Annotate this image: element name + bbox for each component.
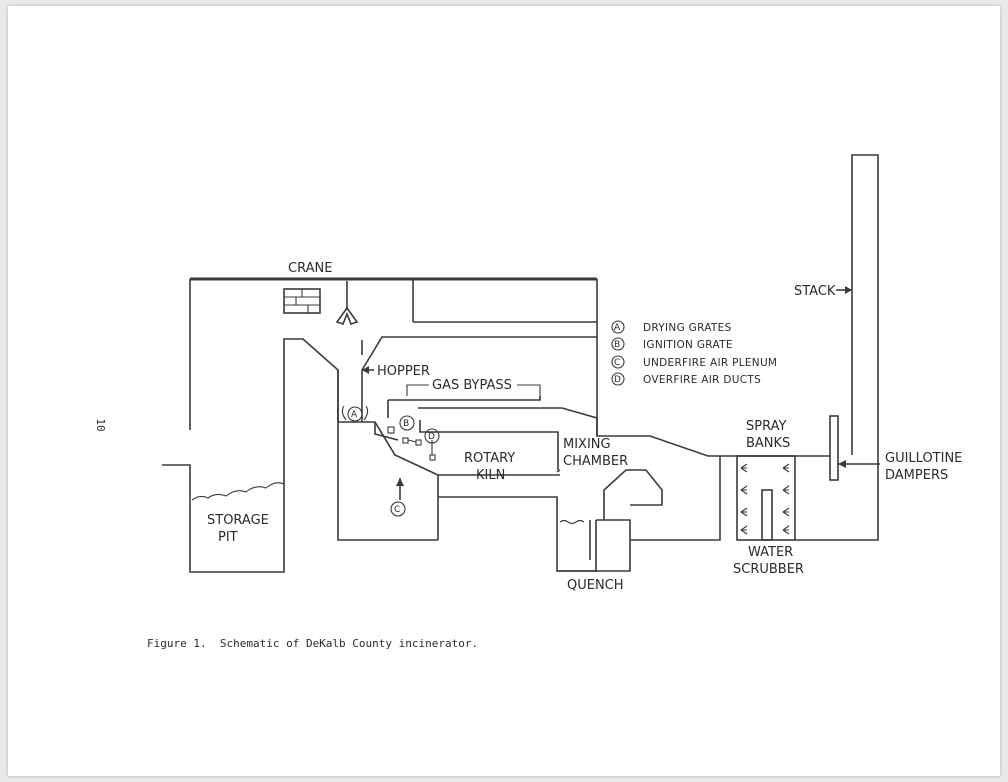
svg-text:OVERFIRE AIR DUCTS: OVERFIRE AIR DUCTS: [643, 374, 761, 386]
label-banks: BANKS: [746, 436, 790, 451]
crane: [283, 281, 359, 325]
label-mixing: MIXING: [563, 437, 611, 452]
page-number: 10: [94, 418, 107, 431]
marker-d: D: [424, 428, 440, 444]
document-page: 10 CRANE STORAGE PIT HOPPER: [8, 6, 1000, 776]
svg-text:D: D: [614, 375, 621, 385]
label-spray: SPRAY: [746, 419, 786, 434]
label-quench: QUENCH: [567, 578, 624, 593]
svg-text:UNDERFIRE AIR PLENUM: UNDERFIRE AIR PLENUM: [643, 357, 777, 369]
label-kiln: KILN: [476, 468, 505, 483]
label-gas-bypass: GAS BYPASS: [432, 378, 512, 393]
marker-c: C: [390, 501, 406, 517]
gas-bypass: [387, 384, 541, 418]
quench: [557, 456, 721, 572]
label-dampers: DAMPERS: [885, 468, 948, 483]
legend-item: C UNDERFIRE AIR PLENUM: [611, 355, 777, 369]
marker-a: A: [341, 405, 369, 422]
label-storage: STORAGE: [207, 513, 269, 528]
building-outline: [189, 277, 598, 436]
label-water: WATER: [748, 545, 793, 560]
water-scrubber: [736, 455, 879, 541]
svg-text:C: C: [394, 505, 400, 515]
legend: A DRYING GRATES B IGNITION GRATE C UNDER…: [611, 320, 777, 386]
stack: [829, 154, 880, 481]
legend-item: B IGNITION GRATE: [611, 337, 733, 351]
label-scrubber: SCRUBBER: [733, 562, 804, 577]
svg-text:C: C: [614, 358, 620, 368]
label-stack: STACK: [794, 284, 836, 299]
svg-text:A: A: [351, 410, 358, 420]
label-pit: PIT: [218, 530, 238, 545]
svg-text:DRYING GRATES: DRYING GRATES: [643, 322, 732, 334]
svg-text:B: B: [403, 419, 409, 429]
incinerator-schematic: 10 CRANE STORAGE PIT HOPPER: [94, 154, 962, 650]
svg-text:IGNITION GRATE: IGNITION GRATE: [643, 339, 733, 351]
svg-text:A: A: [614, 323, 621, 333]
marker-b: B: [399, 415, 415, 431]
figure-caption: Figure 1. Schematic of DeKalb County inc…: [147, 637, 478, 650]
label-guillotine: GUILLOTINE: [885, 451, 962, 466]
label-crane: CRANE: [288, 261, 332, 276]
label-rotary: ROTARY: [464, 451, 515, 466]
svg-text:D: D: [428, 432, 435, 442]
label-hopper: HOPPER: [377, 364, 430, 379]
svg-text:B: B: [614, 340, 620, 350]
label-chamber: CHAMBER: [563, 454, 628, 469]
legend-item: A DRYING GRATES: [611, 320, 732, 334]
legend-item: D OVERFIRE AIR DUCTS: [611, 372, 761, 386]
storage-pit: [162, 338, 438, 573]
